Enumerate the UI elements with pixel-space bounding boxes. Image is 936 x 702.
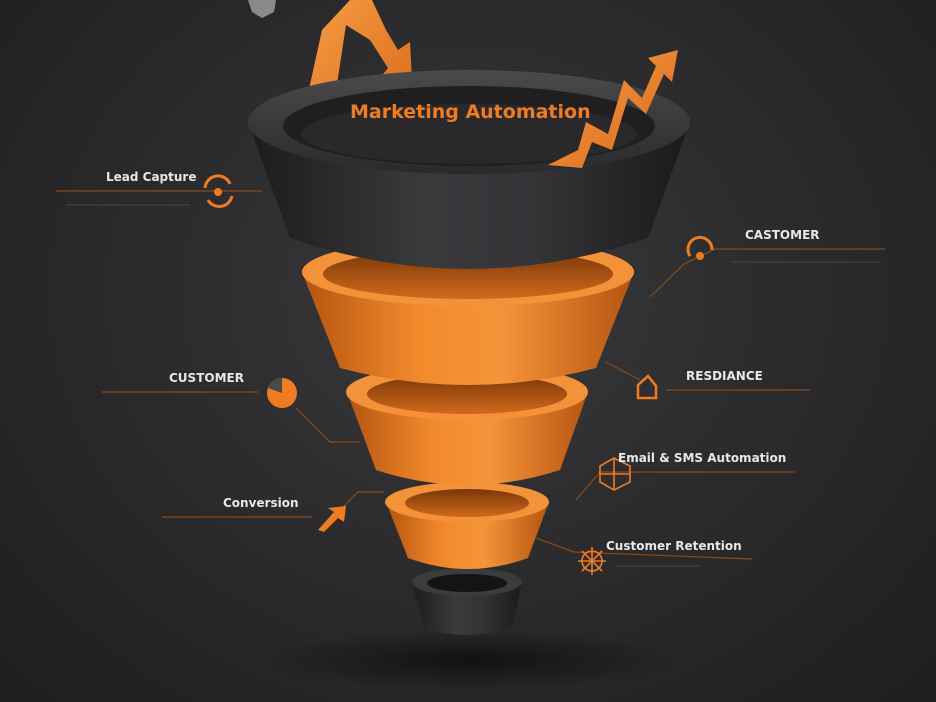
label-email-sms: Email & SMS Automation (618, 451, 787, 465)
label-customer: CUSTOMER (169, 371, 244, 385)
decor-shape (248, 0, 276, 18)
leader-underlines (66, 204, 880, 567)
funnel-shadow (260, 630, 680, 690)
funnel-tier-4 (385, 482, 549, 569)
refresh-icon (203, 174, 234, 208)
funnel-tier-bottom (412, 568, 522, 635)
diagram-title: Marketing Automation (350, 101, 591, 123)
house-icon (636, 374, 658, 400)
network-icon (599, 457, 631, 491)
pie-chart-icon (267, 378, 297, 408)
leader-lines (56, 190, 885, 560)
label-customer-retention: Customer Retention (606, 539, 742, 553)
sparkle-icon (578, 547, 606, 575)
label-castomer: CASTOMER (745, 228, 820, 242)
growth-arrow-right (548, 50, 678, 168)
label-resdiance: RESDIANCE (686, 369, 763, 383)
arrow-icon (318, 506, 346, 532)
headset-icon (686, 235, 714, 260)
label-conversion: Conversion (223, 496, 299, 510)
label-lead-capture: Lead Capture (106, 170, 197, 184)
